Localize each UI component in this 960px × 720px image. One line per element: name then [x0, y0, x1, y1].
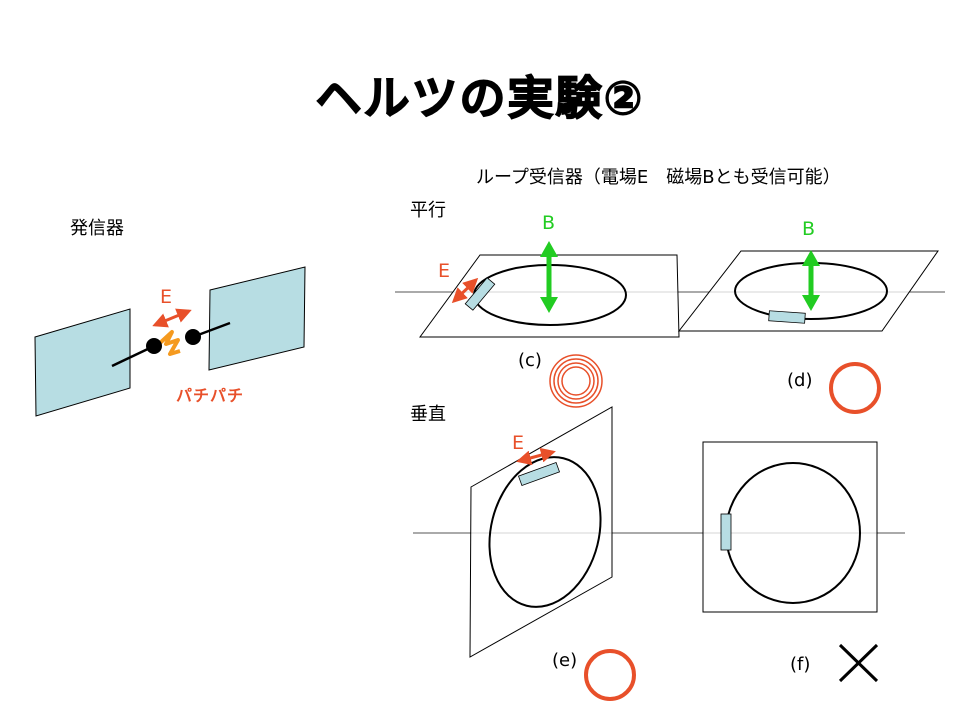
- spark-zigzag: [158, 330, 181, 356]
- perpendicular-label: 垂直: [410, 404, 446, 425]
- panel-d-result-mark: [829, 362, 881, 414]
- panel-f-label: (f): [790, 654, 811, 675]
- panel-d-label: (d): [787, 370, 813, 391]
- panel-e-e-arrow: [516, 447, 556, 466]
- panel-e-gap-plate: [517, 461, 561, 487]
- panel-e-plane: [469, 406, 613, 658]
- page-title: ヘルツの実験②: [315, 70, 645, 126]
- receiver-heading: ループ受信器（電場E 磁場Bとも受信可能）: [476, 167, 841, 188]
- left-sphere: [146, 338, 162, 354]
- panel-d-b-arrow-head-bottom: [802, 295, 820, 311]
- panel-c-e-arrow: [451, 277, 479, 304]
- panel-e-e-label: E: [512, 432, 525, 454]
- transmitter-label: 発信器: [70, 218, 124, 239]
- left-rod: [111, 345, 153, 368]
- panel-e-loop: [488, 456, 602, 608]
- right-plate: [208, 266, 306, 371]
- panel-d-diagram: [677, 250, 945, 414]
- panel-f-diagram: [680, 441, 905, 683]
- panel-c-e-label: E: [438, 260, 451, 282]
- panel-f-result-mark: [838, 643, 879, 683]
- panel-c-b-label: B: [542, 212, 556, 234]
- transmitter-diagram: [34, 266, 306, 417]
- panel-e-label: (e): [552, 650, 578, 671]
- transmitter-e-arrow: [152, 308, 192, 328]
- panel-c-label: (c): [518, 350, 542, 371]
- panel-d-gap-plate: [768, 310, 806, 324]
- left-plate: [34, 308, 131, 417]
- panel-c-b-arrow-head-bottom: [540, 297, 558, 313]
- transmitter-e-label: E: [160, 286, 173, 308]
- panel-d-b-label: B: [802, 218, 816, 240]
- spark-label: パチパチ: [176, 386, 245, 405]
- panel-f-plane: [702, 441, 878, 613]
- panel-c-b-arrow-head-top: [540, 241, 558, 257]
- right-sphere: [185, 329, 201, 345]
- panel-d-b-arrow-head-top: [802, 250, 820, 266]
- panel-c-result-mark: [549, 354, 603, 408]
- panel-c-diagram: [395, 241, 700, 408]
- panel-e-result-mark: [584, 649, 636, 701]
- parallel-label: 平行: [410, 200, 446, 221]
- panel-f-gap-plate: [720, 513, 732, 551]
- panel-e-diagram: [413, 406, 680, 701]
